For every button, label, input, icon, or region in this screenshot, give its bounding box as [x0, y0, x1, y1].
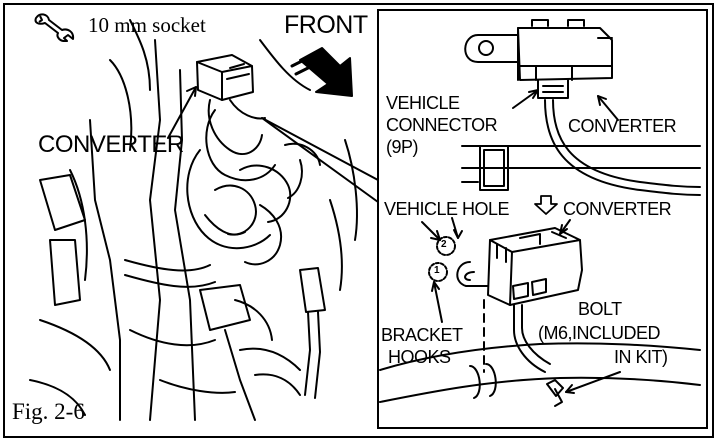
hook-2-number: 2 [441, 239, 447, 250]
inset-bottom-converter-label: CONVERTER [563, 199, 672, 219]
bracket-hooks-label-line1: BRACKET [381, 325, 463, 345]
hook-1-number: 1 [434, 265, 440, 276]
vehicle-connector-label-line2: CONNECTOR [386, 115, 498, 135]
vehicle-hole-leader [421, 221, 441, 241]
figure-frame [3, 3, 714, 438]
callout-line-lower [261, 117, 379, 203]
figure-label: Fig. 2-6 [12, 399, 85, 424]
detail-inset-frame [377, 9, 708, 429]
hook-1-marker [428, 262, 448, 282]
engine-bay-illustration [29, 19, 358, 421]
inset-top-converter-leader [597, 95, 619, 121]
front-direction-arrow [290, 47, 353, 97]
bracket-hooks-label-line2: HOOKS [388, 347, 451, 367]
vehicle-connector-label-line3: (9P) [386, 137, 419, 157]
vehicle-hole-label: VEHICLE HOLE [384, 199, 510, 219]
inset-bottom-illustration [379, 227, 701, 407]
wrench-icon [34, 13, 75, 42]
main-converter-label: CONVERTER [38, 131, 184, 158]
inset-top-illustration [461, 19, 701, 196]
bolt-leader [565, 371, 621, 393]
down-arrow-icon [534, 195, 558, 215]
hook-2-marker [436, 236, 456, 256]
bracket-hooks-leader [433, 281, 443, 323]
bolt-label-line1: BOLT [578, 299, 622, 319]
inset-top-converter-label: CONVERTER [568, 116, 677, 136]
bolt-label-line3: IN KIT) [614, 347, 668, 367]
vehicle-connector-leader [512, 89, 539, 109]
front-label: FRONT [284, 11, 368, 39]
tool-label: 10 mm socket [88, 13, 206, 37]
vehicle-connector-label-line1: VEHICLE [386, 93, 460, 113]
main-converter-leader [167, 86, 197, 139]
callout-line-upper [261, 117, 379, 181]
bolt-label-line2: (M6,INCLUDED [538, 323, 661, 343]
